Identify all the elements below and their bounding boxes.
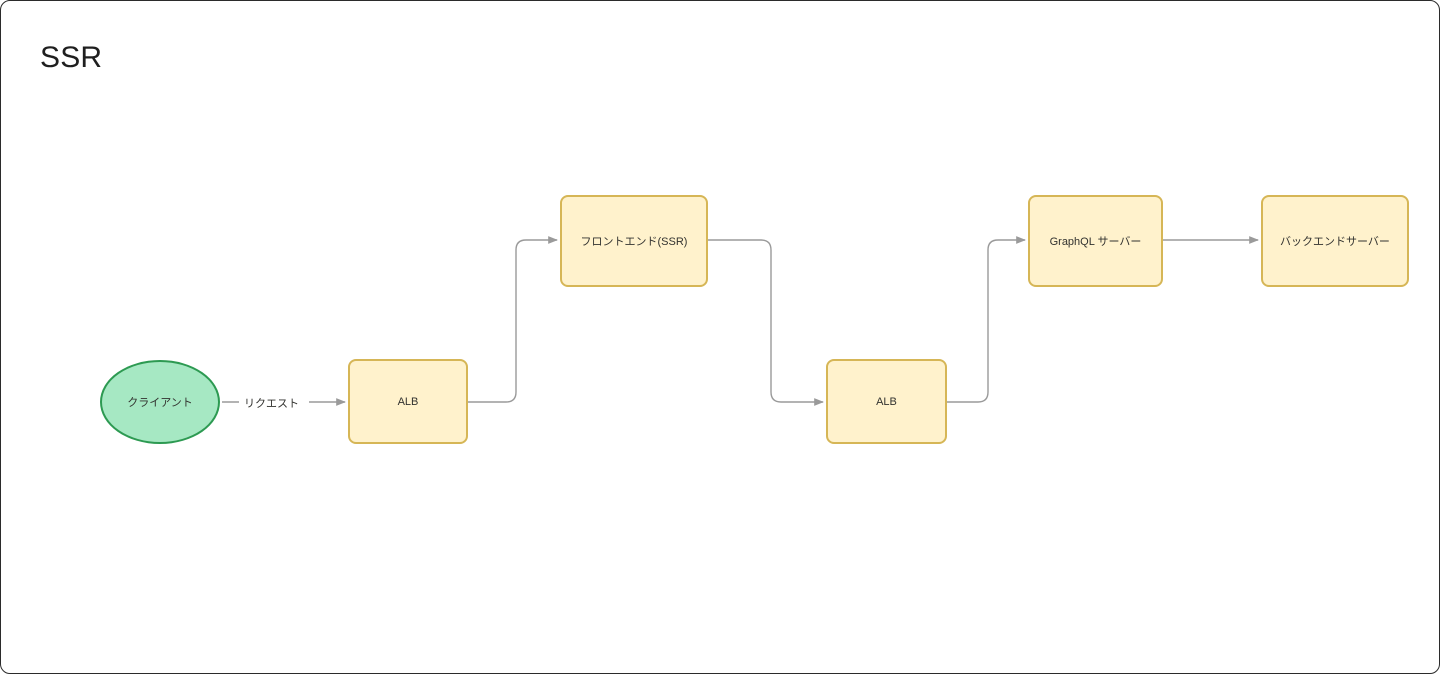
node-alb-2[interactable]: ALB <box>826 359 947 444</box>
edge-alb1-to-frontend <box>468 236 558 403</box>
node-alb-2-label: ALB <box>876 395 897 408</box>
node-backend-server-label: バックエンドサーバー <box>1280 236 1390 248</box>
node-frontend-ssr-label: フロントエンド(SSR) <box>580 236 688 248</box>
edge-alb2-to-graphql <box>947 236 1026 403</box>
node-client[interactable]: クライアント <box>100 360 220 444</box>
page-title: SSR <box>40 41 103 74</box>
edge-frontend-to-alb2 <box>708 239 824 406</box>
node-alb-1-label: ALB <box>397 395 419 408</box>
node-alb-1[interactable]: ALB <box>348 359 468 444</box>
node-graphql-server-label: GraphQL サーバー <box>1049 236 1142 248</box>
node-frontend-ssr[interactable]: フロントエンド(SSR) <box>560 195 708 287</box>
node-backend-server[interactable]: バックエンドサーバー <box>1261 195 1409 287</box>
node-client-label: クライアント <box>127 397 193 409</box>
edge-label-request: リクエスト <box>240 394 303 412</box>
node-graphql-server[interactable]: GraphQL サーバー <box>1028 195 1163 287</box>
